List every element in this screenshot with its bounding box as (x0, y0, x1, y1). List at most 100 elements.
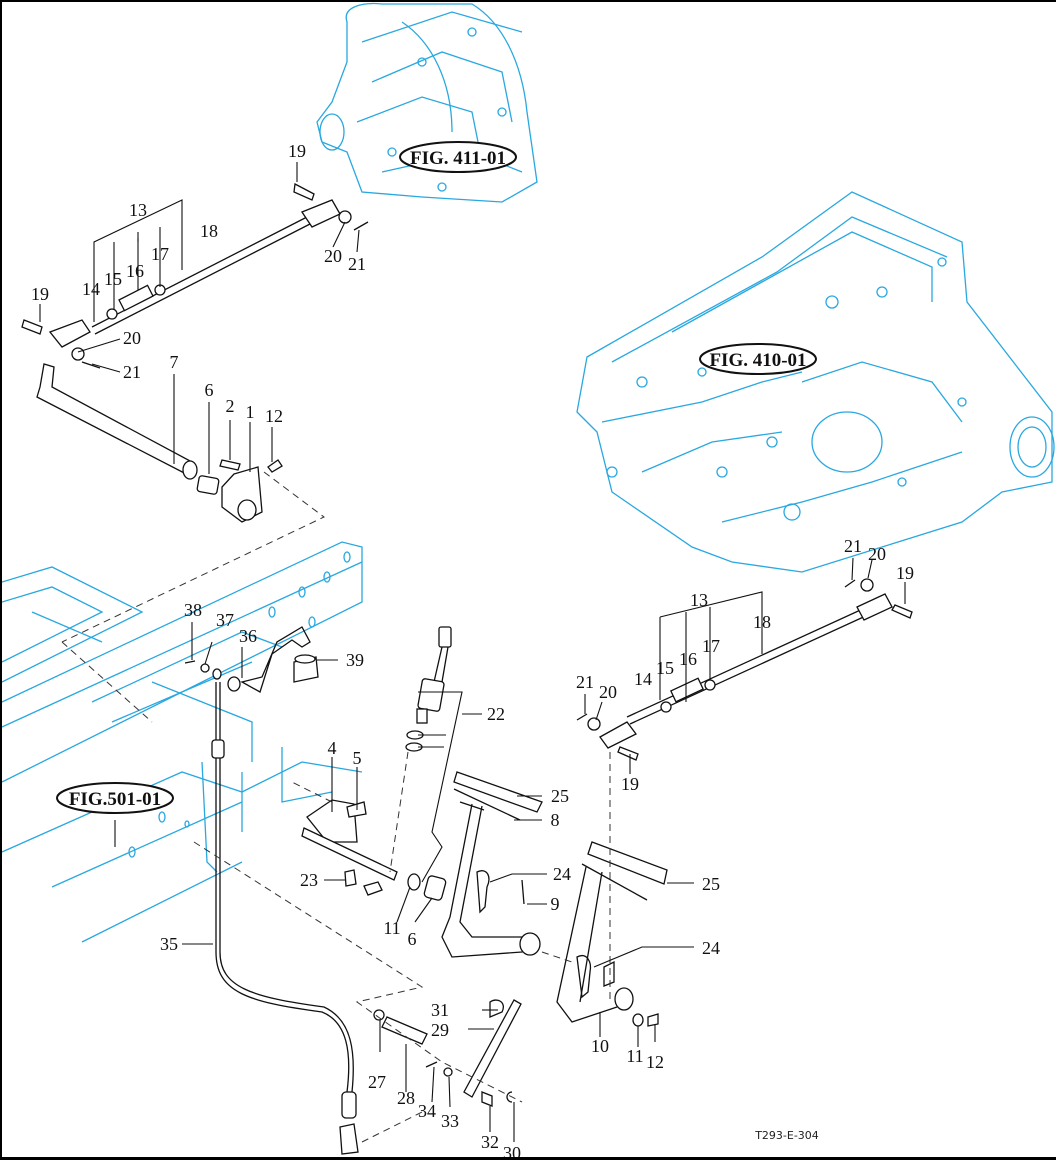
callout: 20 (123, 328, 141, 348)
washer-20-right (338, 210, 352, 224)
bushing-6 (196, 475, 220, 495)
shaft-7 (36, 363, 193, 479)
callout: 38 (184, 600, 202, 620)
callout: 33 (441, 1111, 459, 1131)
brake-pedal-right (556, 841, 668, 1027)
pedal-bracket-assembly (301, 626, 452, 901)
pin-34 (425, 1061, 438, 1068)
callout: 5 (353, 748, 362, 768)
callout: 6 (408, 929, 417, 949)
callout: 6 (205, 380, 214, 400)
callout: 28 (397, 1088, 415, 1108)
bushing-6b (423, 875, 447, 901)
yoke-14 (48, 319, 91, 348)
callout: 9 (551, 894, 560, 914)
callout: 1 (246, 402, 255, 422)
ratchet-29 (463, 999, 522, 1098)
callout: 13 (129, 200, 147, 220)
pin-19-right (293, 182, 315, 201)
callout: 12 (646, 1052, 664, 1072)
cable-clevis (339, 1123, 359, 1155)
fig-ref-411-label: FIG. 411-01 (410, 148, 506, 169)
callout: 24 (702, 938, 720, 958)
parking-cable-assembly (184, 626, 359, 1155)
pad-25-left (453, 771, 543, 813)
callout: 18 (753, 612, 771, 632)
callout-numbers: 13 18 17 16 15 14 19 19 20 21 20 21 7 6 … (31, 141, 914, 1160)
spring-24-right (576, 955, 592, 999)
cotter-21-left (81, 361, 101, 369)
callout: 27 (368, 1072, 386, 1092)
callout: 20 (599, 682, 617, 702)
callout: 32 (481, 1132, 499, 1152)
callout: 24 (553, 864, 571, 884)
drawing-code: T293-E-304 (754, 1129, 819, 1142)
callout: 21 (844, 536, 862, 556)
washer-37 (200, 663, 210, 673)
snap-ring-11 (407, 873, 421, 891)
assembly-guide-lines (61, 471, 611, 1143)
washer-27 (373, 1009, 385, 1021)
pin-19-left (21, 319, 43, 335)
callout: 23 (300, 870, 318, 890)
pin-38 (184, 660, 196, 664)
cotter-21-right (353, 221, 369, 231)
callout: 20 (324, 246, 342, 266)
lever-36 (240, 626, 311, 693)
cable-adjuster (211, 739, 225, 759)
callout: 8 (551, 810, 560, 830)
callout: 4 (328, 738, 337, 758)
fig-ref-410[interactable]: FIG. 410-01 (699, 343, 817, 375)
nut-15 (106, 308, 118, 320)
clip-30 (506, 1091, 513, 1103)
bolt-23 (344, 869, 357, 887)
callout: 21 (123, 362, 141, 382)
callout: 39 (346, 650, 364, 670)
clutch-housing-outline (316, 2, 538, 203)
callout: 19 (621, 774, 639, 794)
callout: 37 (216, 610, 234, 630)
callout: 25 (702, 874, 720, 894)
callout: 12 (265, 406, 283, 426)
callout: 19 (896, 563, 914, 583)
sleeve-16 (118, 284, 154, 312)
callout: 11 (383, 918, 400, 938)
cross-shaft-assembly (36, 363, 283, 523)
parking-brake-ratchet (373, 999, 522, 1107)
callout: 13 (690, 590, 708, 610)
callout: 18 (200, 221, 218, 241)
callout: 2 (226, 396, 235, 416)
nut (363, 881, 383, 896)
fig-ref-411[interactable]: FIG. 411-01 (399, 141, 517, 173)
fig-ref-501[interactable]: FIG.501-01 (56, 782, 174, 814)
callout: 22 (487, 704, 505, 724)
callout: 17 (151, 244, 169, 264)
callout: 30 (503, 1143, 521, 1160)
callout: 35 (160, 934, 178, 954)
bolt-2 (219, 459, 241, 471)
fig-ref-410-label: FIG. 410-01 (709, 350, 806, 371)
grease-nipple-12 (267, 459, 283, 473)
callout: 19 (31, 284, 49, 304)
callout: 29 (431, 1020, 449, 1040)
callout: 36 (239, 626, 257, 646)
callout: 16 (679, 649, 697, 669)
callout: 14 (634, 669, 652, 689)
pad-25-right (587, 841, 668, 885)
callout: 34 (418, 1101, 436, 1121)
callout: 19 (288, 141, 306, 161)
washer-33 (443, 1067, 453, 1077)
upper-rod-assembly (21, 182, 369, 369)
switch-22 (417, 678, 445, 712)
fig-ref-501-label: FIG.501-01 (69, 789, 161, 810)
washer-20-left (71, 347, 85, 361)
callout: 17 (702, 636, 720, 656)
spring-31 (489, 999, 504, 1018)
callout: 15 (104, 269, 122, 289)
callout: 7 (170, 352, 179, 372)
pin-9 (521, 879, 525, 905)
brake-pedal-left (441, 771, 543, 958)
callout: 16 (126, 261, 144, 281)
callout: 14 (82, 279, 100, 299)
